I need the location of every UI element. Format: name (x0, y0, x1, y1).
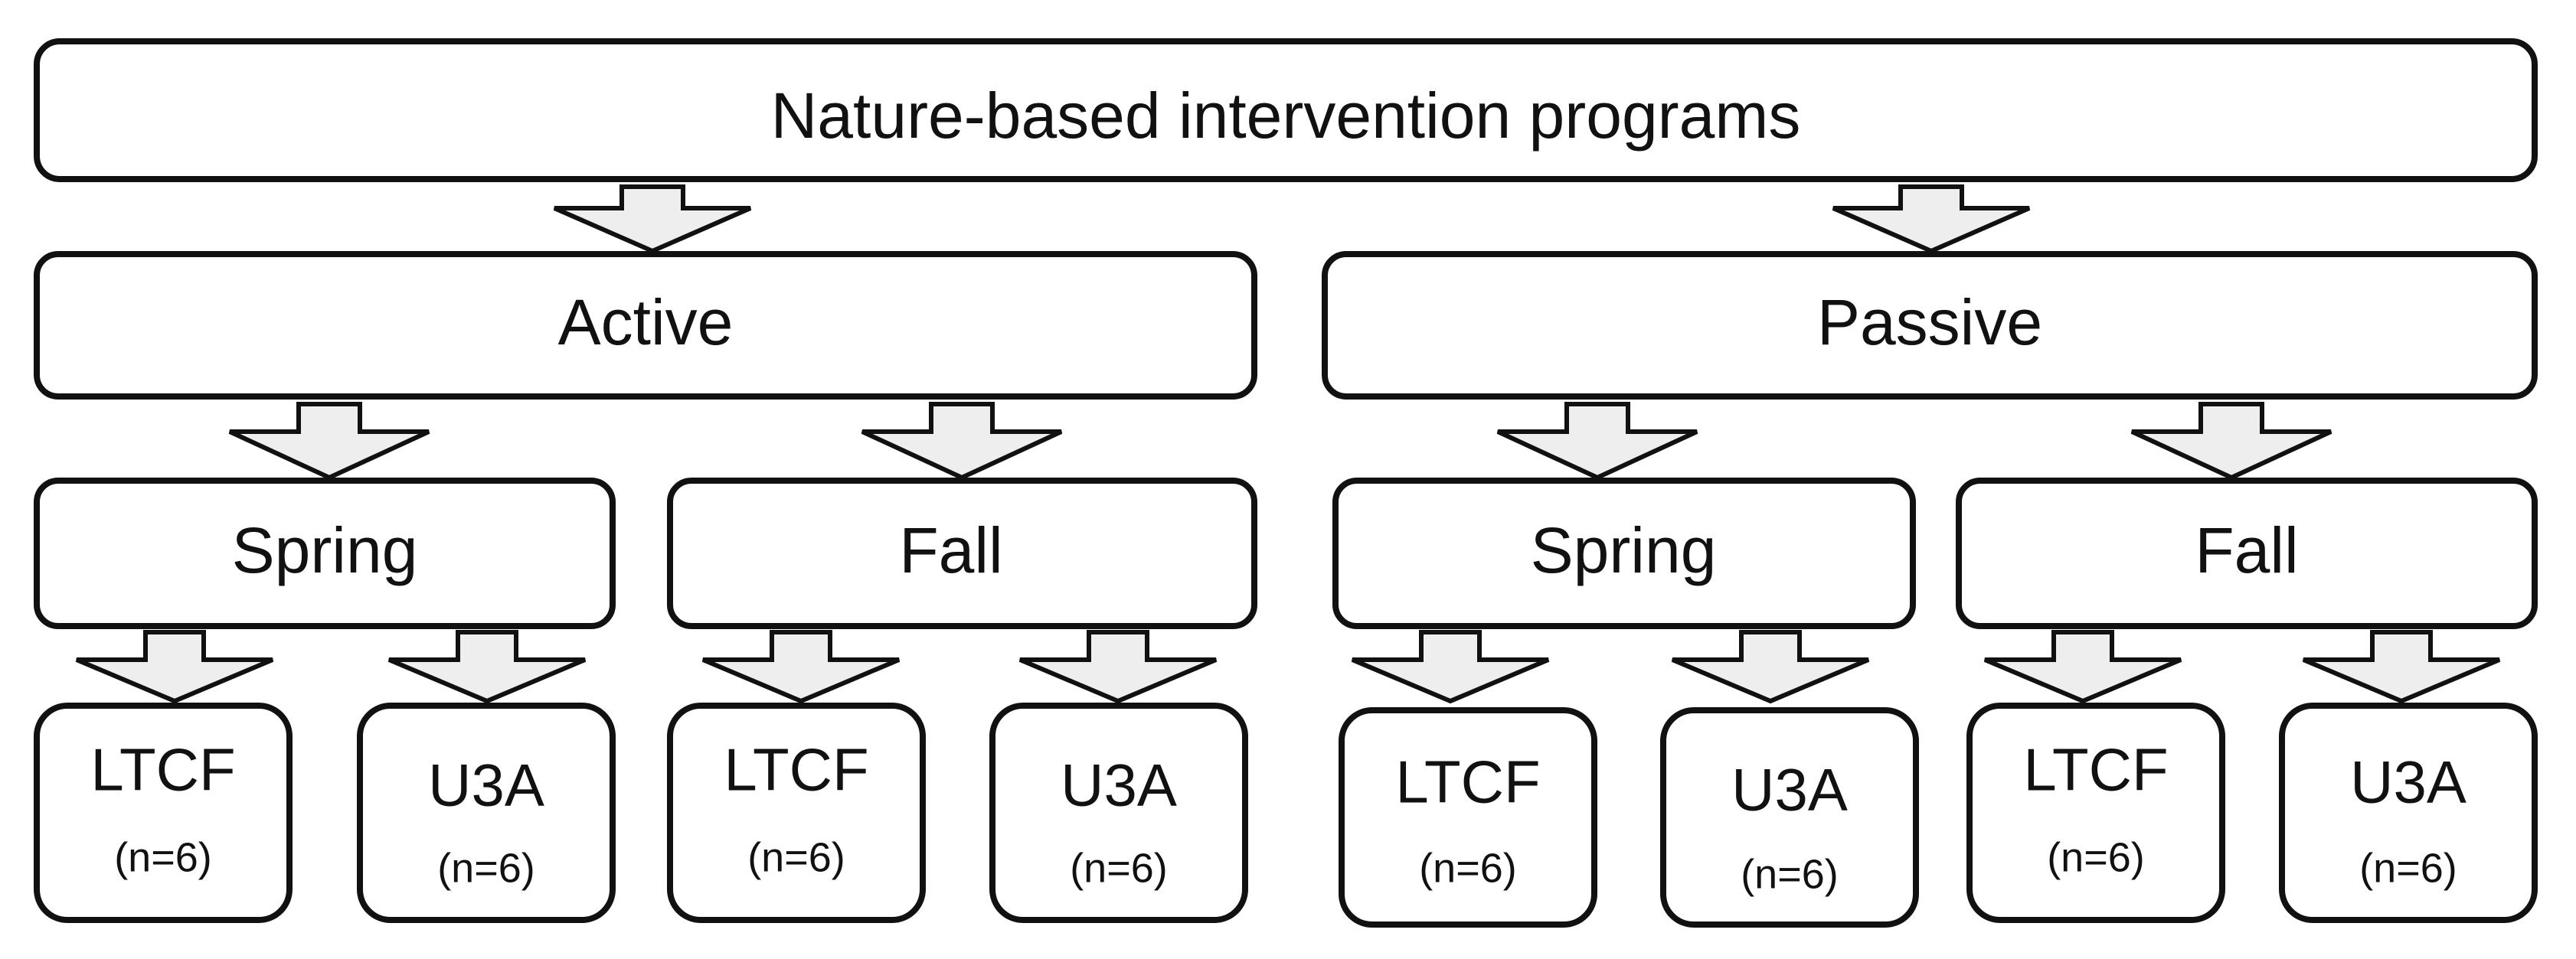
active-spring-ltcf-count: (n=6) (114, 834, 212, 880)
active-fall-ltcf-box (667, 703, 926, 923)
group-passive-fall-u3a: U3A (n=6) (2279, 703, 2538, 923)
passive-spring-label: Spring (1531, 514, 1717, 586)
arrow-passive-spring-to-u3a (1671, 630, 1870, 704)
active-fall-ltcf-count: (n=6) (747, 834, 845, 880)
arrow-passive-fall-to-u3a (2302, 630, 2501, 704)
passive-spring-box (1332, 478, 1916, 629)
season-passive-spring: Spring (1332, 478, 1916, 629)
arrow-passive-to-fall (2130, 402, 2332, 481)
arrow-active-to-fall (861, 402, 1063, 481)
active-spring-label: Spring (232, 514, 418, 586)
season-active-fall: Fall (667, 478, 1257, 629)
group-active-fall-u3a: U3A (n=6) (989, 703, 1248, 923)
passive-fall-ltcf-count: (n=6) (2047, 834, 2145, 880)
arrow-passive-fall-to-ltcf (1983, 630, 2182, 704)
arrow-root-to-passive (1832, 184, 2031, 254)
passive-spring-ltcf-count: (n=6) (1419, 845, 1517, 891)
branch-active: Active (34, 251, 1257, 400)
arrow-passive-to-spring (1496, 402, 1698, 481)
active-spring-u3a-label: U3A (428, 752, 544, 819)
passive-spring-u3a-box (1660, 707, 1919, 928)
passive-fall-box (1956, 478, 2538, 629)
root-node: Nature-based intervention programs (34, 38, 2538, 182)
arrow-active-spring-to-u3a (387, 630, 587, 704)
passive-fall-u3a-count: (n=6) (2359, 845, 2457, 891)
passive-fall-u3a-label: U3A (2350, 749, 2466, 816)
arrow-passive-spring-to-ltcf (1351, 630, 1550, 704)
season-active-spring: Spring (34, 478, 616, 629)
root-box (34, 38, 2538, 182)
passive-spring-ltcf-box (1339, 707, 1597, 928)
passive-spring-ltcf-label: LTCF (1395, 749, 1540, 816)
group-passive-spring-u3a: U3A (n=6) (1660, 707, 1919, 928)
active-spring-ltcf-box (34, 703, 293, 923)
passive-box (1322, 251, 2538, 400)
arrow-active-fall-to-u3a (1018, 630, 1218, 704)
group-active-fall-ltcf: LTCF (n=6) (667, 703, 926, 923)
active-fall-u3a-box (989, 703, 1248, 923)
active-spring-u3a-box (357, 703, 616, 923)
passive-fall-ltcf-label: LTCF (2023, 736, 2168, 804)
active-fall-u3a-label: U3A (1061, 752, 1177, 819)
active-spring-u3a-count: (n=6) (437, 845, 535, 891)
active-fall-label: Fall (899, 514, 1002, 586)
group-active-spring-ltcf: LTCF (n=6) (34, 703, 293, 923)
passive-fall-u3a-box (2279, 703, 2538, 923)
active-fall-box (667, 478, 1257, 629)
passive-spring-u3a-count: (n=6) (1741, 851, 1839, 897)
root-label: Nature-based intervention programs (771, 80, 1801, 152)
arrow-root-to-active (553, 184, 752, 254)
branch-passive: Passive (1322, 251, 2538, 400)
active-label: Active (558, 286, 734, 358)
passive-label: Passive (1817, 286, 2042, 358)
active-spring-ltcf-label: LTCF (90, 736, 235, 804)
arrow-active-spring-to-ltcf (75, 630, 274, 704)
arrow-active-to-spring (228, 402, 430, 481)
passive-fall-ltcf-box (1966, 703, 2225, 923)
group-passive-spring-ltcf: LTCF (n=6) (1339, 707, 1597, 928)
active-fall-u3a-count: (n=6) (1070, 845, 1168, 891)
group-active-spring-u3a: U3A (n=6) (357, 703, 616, 923)
passive-spring-u3a-label: U3A (1731, 756, 1848, 824)
arrow-active-fall-to-ltcf (701, 630, 901, 704)
season-passive-fall: Fall (1956, 478, 2538, 629)
active-fall-ltcf-label: LTCF (724, 736, 868, 804)
active-box (34, 251, 1257, 400)
active-spring-box (34, 478, 616, 629)
passive-fall-label: Fall (2195, 514, 2298, 586)
group-passive-fall-ltcf: LTCF (n=6) (1966, 703, 2225, 923)
